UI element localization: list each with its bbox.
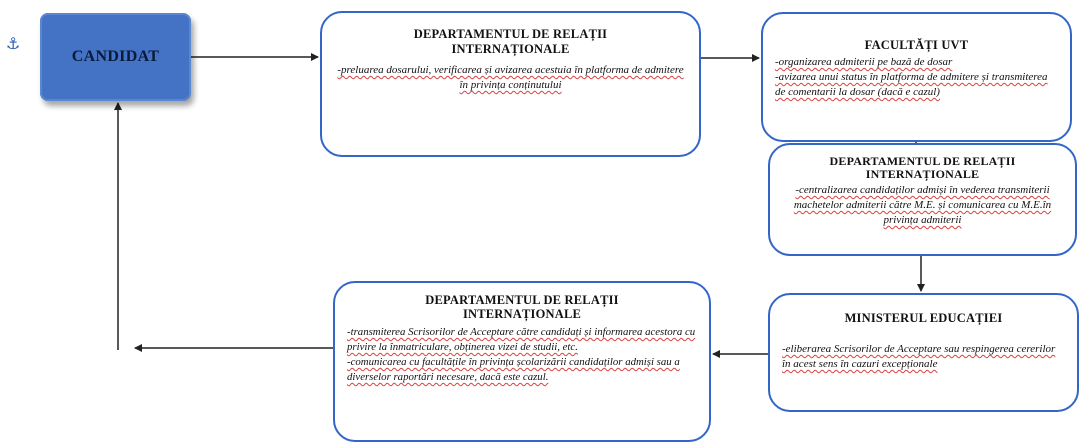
dri-notify-title: DEPARTAMENTUL DE RELAȚII INTERNAȚIONALE	[425, 293, 619, 321]
minister-desc: -eliberarea Scrisorilor de Acceptare sau…	[782, 343, 1056, 370]
candidate-label: CANDIDAT	[71, 48, 160, 65]
dri-centralize-desc: -centralizarea candidaților admiși în ve…	[793, 184, 1052, 226]
dri-centralize-node: DEPARTAMENTUL DE RELAȚII INTERNAȚIONALE …	[768, 143, 1077, 256]
facultati-node: FACULTĂȚI UVT -organizarea admiterii pe …	[761, 12, 1072, 142]
dri-centralize-title: DEPARTAMENTUL DE RELAȚII INTERNAȚIONALE	[829, 154, 1016, 181]
dri-notify-node: DEPARTAMENTUL DE RELAȚII INTERNAȚIONALE …	[333, 281, 711, 442]
minister-title: MINISTERUL EDUCAȚIEI	[844, 311, 1003, 325]
dri-intake-desc: -preluarea dosarului, verificarea și avi…	[337, 64, 684, 91]
dri-intake-title: DEPARTAMENTUL DE RELAȚII INTERNAȚIONALE	[413, 27, 608, 56]
facultati-desc: -organizarea admiterii pe bază de dosar …	[775, 56, 1048, 98]
facultati-title: FACULTĂȚI UVT	[864, 38, 969, 52]
dri-notify-desc: -transmiterea Scrisorilor de Acceptare c…	[347, 326, 696, 383]
minister-node: MINISTERUL EDUCAȚIEI -eliberarea Scrisor…	[768, 293, 1079, 412]
dri-intake-node: DEPARTAMENTUL DE RELAȚII INTERNAȚIONALE …	[320, 11, 701, 157]
anchor-icon: ⚓	[6, 34, 21, 53]
candidate-node: CANDIDAT	[40, 13, 191, 101]
